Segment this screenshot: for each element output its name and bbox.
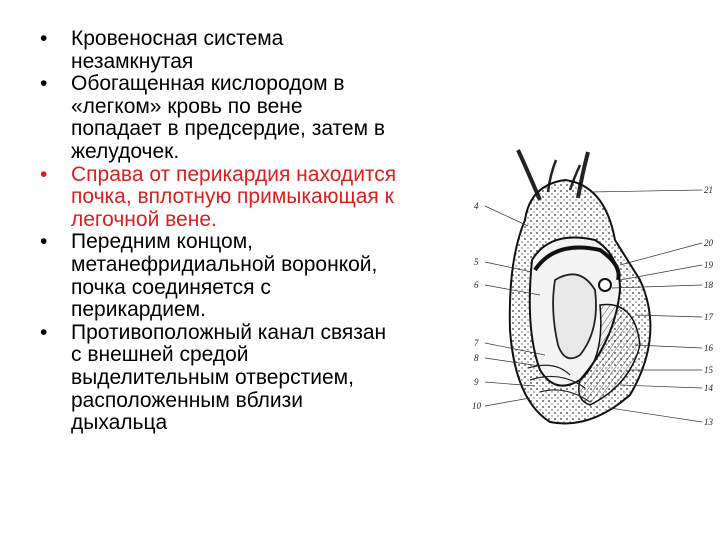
bullet-line: попадает в предсердие, затем в <box>71 117 386 141</box>
bullet-line: желудочек. <box>71 139 180 163</box>
bullet-item: • Обогащенная кислородом в «легком» кров… <box>40 73 460 163</box>
figure-label: 10 <box>472 401 482 411</box>
bullet-dot: • <box>40 72 48 96</box>
figure-label: 17 <box>704 312 714 322</box>
bullet-dot: • <box>40 27 48 50</box>
bullet-line: выделительным отверстием, <box>71 365 354 389</box>
bullet-line: с внешней средой <box>71 343 249 367</box>
bullet-item: • Передним концом, метанефридиальной вор… <box>40 231 460 321</box>
figure-label: 9 <box>474 377 479 387</box>
figure-label: 18 <box>704 280 714 290</box>
bullet-line: метанефридиальной воронкой, <box>71 252 378 276</box>
bullet-dot: • <box>40 320 48 344</box>
bullet-line: легочной вене. <box>71 207 217 231</box>
figure-label: 16 <box>704 343 714 353</box>
bullet-dot: • <box>40 230 48 254</box>
bullet-item-red: • Справа от перикардия находится почка, … <box>40 162 460 232</box>
figure-label: 15 <box>704 365 714 375</box>
bullet-list: • Кровеносная система незамкнутая • Обог… <box>40 27 460 435</box>
bullet-line: перикардием. <box>71 298 206 322</box>
bullet-line: Противоположный канал связан <box>71 320 387 344</box>
bullet-dot: • <box>40 162 48 186</box>
figure-label: 6 <box>474 280 479 290</box>
snail-anatomy-figure: 4 5 6 7 8 9 10 21 20 19 18 17 16 15 14 1… <box>472 149 714 427</box>
bullet-line: Передним концом, <box>71 230 253 254</box>
bullet-line: «легком» кровь по вене <box>71 94 303 118</box>
bullet-item: • Кровеносная система незамкнутая <box>40 27 460 73</box>
bullet-line: почка, вплотную примыкающая к <box>71 185 394 209</box>
figure-label: 13 <box>704 417 714 427</box>
figure-label: 19 <box>704 260 714 270</box>
bullet-line: Обогащенная кислородом в <box>71 72 345 96</box>
bullet-line: Справа от перикардия находится <box>71 162 397 186</box>
bullet-item: • Противоположный канал связан с внешней… <box>40 320 460 435</box>
figure-label: 14 <box>704 383 714 393</box>
figure-label: 21 <box>704 185 713 195</box>
figure-label: 4 <box>474 201 479 211</box>
bullet-line: Кровеносная система <box>71 27 284 50</box>
figure-label: 20 <box>704 238 714 248</box>
bullet-line: незамкнутая <box>71 49 194 73</box>
figure-label: 5 <box>474 257 479 267</box>
bullet-line: расположенным вблизи <box>71 388 304 412</box>
bullet-line: почка соединяется с <box>71 275 271 299</box>
figure-label: 7 <box>474 338 479 348</box>
figure-label: 8 <box>474 353 479 363</box>
bullet-line: дыхальца <box>71 411 168 435</box>
